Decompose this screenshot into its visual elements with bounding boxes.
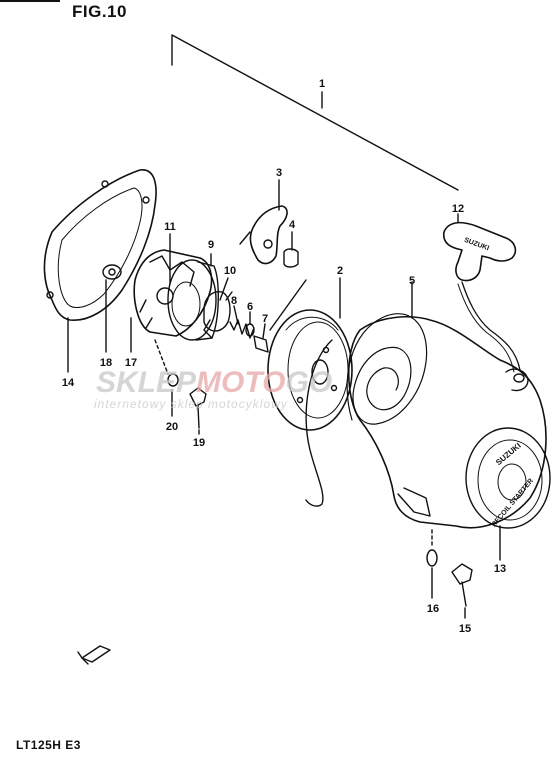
collar-part-18	[102, 264, 122, 280]
callout-15: 15	[459, 623, 471, 635]
spiral-spring-part-5	[346, 313, 428, 425]
callout-17: 17	[125, 357, 137, 369]
pin-part-4	[283, 248, 299, 268]
model-code: LT125H E3	[16, 738, 81, 752]
cover-logo-text: SUZUKI	[494, 441, 523, 467]
cover-recoil-text: RECOIL STARTER	[491, 477, 535, 528]
watermark-tagline: internetowy sklep motocyklowy	[94, 397, 288, 411]
callout-19: 19	[193, 437, 205, 449]
callout-5: 5	[409, 275, 415, 287]
handle-part-12	[442, 221, 517, 282]
figure-title: FIG.10	[72, 2, 127, 21]
callout-7: 7	[262, 313, 268, 325]
bolt-part-19	[189, 387, 207, 429]
starter-rope	[461, 281, 521, 371]
callout-10: 10	[224, 265, 236, 277]
callout-2: 2	[337, 265, 343, 277]
callout-1: 1	[319, 78, 325, 90]
callout-14: 14	[62, 377, 75, 389]
leader-10	[219, 277, 229, 301]
pawl-holder-part-17	[133, 249, 213, 337]
assembly-bracket	[171, 34, 459, 191]
gasket-part-14	[43, 169, 157, 321]
shaft-part-7	[253, 335, 269, 353]
handle-logo-text: SUZUKI	[463, 237, 490, 253]
callout-12: 12	[452, 203, 464, 215]
callout-11: 11	[164, 221, 176, 233]
callout-6: 6	[247, 301, 253, 313]
callout-16: 16	[427, 603, 439, 615]
callout-18: 18	[100, 357, 112, 369]
watermark-part3: GO	[285, 366, 332, 399]
washer-part-16	[426, 549, 438, 567]
reel-part-2	[267, 309, 353, 431]
watermark: SKLEPMOTOGO internetowy sklep motocyklow…	[94, 366, 332, 411]
leader-8	[233, 305, 239, 325]
callout-3: 3	[276, 167, 282, 179]
pawl-part-3	[249, 205, 288, 265]
svg-text:SKLEPMOTOGO: SKLEPMOTOGO	[96, 366, 332, 399]
leader-7	[262, 323, 266, 339]
watermark-part2: MOTO	[196, 366, 285, 399]
callout-4: 4	[289, 219, 296, 231]
callout-13: 13	[494, 563, 506, 575]
pulley-part-9	[167, 259, 217, 341]
callout-9: 9	[208, 239, 214, 251]
pawl-ring-part-10	[203, 291, 233, 339]
spring-part-8	[229, 319, 255, 339]
bolt-part-15	[451, 563, 473, 607]
watermark-part1: SKLEP	[96, 366, 197, 399]
callout-20: 20	[166, 421, 178, 433]
starter-case-part-13	[347, 316, 547, 529]
callout-8: 8	[231, 295, 237, 307]
washer-part-20	[167, 373, 179, 387]
front-arrow-icon	[77, 645, 111, 665]
title-rule	[0, 0, 60, 2]
